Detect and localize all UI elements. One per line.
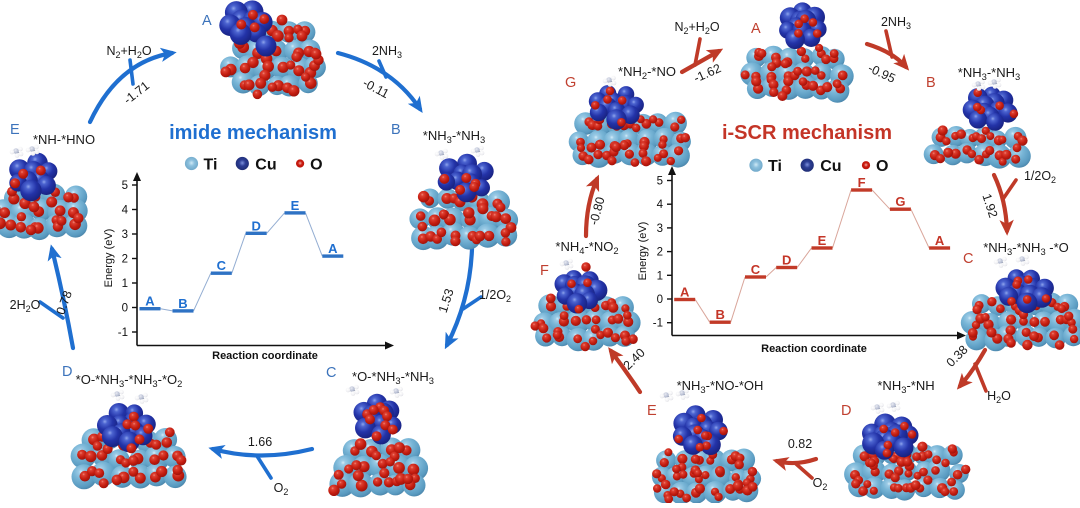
svg-text:-1: -1 bbox=[653, 318, 663, 330]
svg-text:0.82: 0.82 bbox=[788, 437, 812, 451]
svg-text:1: 1 bbox=[122, 278, 128, 290]
svg-text:A: A bbox=[145, 294, 155, 309]
svg-text:O: O bbox=[310, 157, 322, 174]
svg-text:C: C bbox=[751, 262, 761, 277]
svg-text:Ti: Ti bbox=[768, 158, 782, 175]
svg-text:Energy (eV): Energy (eV) bbox=[103, 229, 115, 288]
svg-text:1: 1 bbox=[657, 270, 663, 282]
svg-text:2H2O: 2H2O bbox=[10, 298, 41, 314]
svg-text:E: E bbox=[10, 122, 20, 138]
svg-text:1.66: 1.66 bbox=[248, 435, 272, 449]
svg-text:C: C bbox=[326, 365, 336, 381]
svg-text:A: A bbox=[202, 13, 212, 29]
svg-text:*NH-*HNO: *NH-*HNO bbox=[33, 132, 95, 147]
svg-text:Energy (eV): Energy (eV) bbox=[637, 222, 649, 281]
svg-text:*NH3-*NH: *NH3-*NH bbox=[877, 378, 934, 395]
svg-text:-1: -1 bbox=[118, 327, 128, 339]
svg-text:*NH3-*NO-*OH: *NH3-*NO-*OH bbox=[677, 378, 764, 395]
svg-text:D: D bbox=[62, 364, 72, 380]
svg-text:2: 2 bbox=[657, 247, 663, 259]
svg-text:0: 0 bbox=[657, 294, 663, 306]
svg-text:Ti: Ti bbox=[204, 157, 218, 174]
svg-text:G: G bbox=[565, 75, 576, 91]
svg-text:B: B bbox=[926, 75, 936, 91]
svg-text:D: D bbox=[782, 253, 791, 268]
svg-text:D: D bbox=[252, 218, 261, 233]
svg-text:*O-*NH3-*NH3-*O2: *O-*NH3-*NH3-*O2 bbox=[76, 372, 183, 389]
svg-text:C: C bbox=[963, 251, 973, 267]
svg-text:5: 5 bbox=[122, 180, 128, 192]
svg-text:B: B bbox=[716, 307, 725, 322]
svg-text:B: B bbox=[391, 122, 401, 138]
svg-text:0: 0 bbox=[122, 303, 128, 315]
svg-text:*NH4-*NO2: *NH4-*NO2 bbox=[555, 239, 618, 256]
svg-text:*NH3-*NH3 -*O: *NH3-*NH3 -*O bbox=[983, 240, 1069, 257]
svg-text:G: G bbox=[895, 194, 905, 209]
svg-text:Cu: Cu bbox=[820, 158, 841, 175]
svg-text:4: 4 bbox=[122, 205, 129, 217]
svg-text:Reaction coordinate: Reaction coordinate bbox=[761, 343, 867, 355]
svg-text:4: 4 bbox=[657, 199, 664, 211]
svg-text:*NH2-*NO: *NH2-*NO bbox=[618, 64, 676, 81]
svg-text:2: 2 bbox=[122, 254, 128, 266]
svg-text:imide mechanism: imide mechanism bbox=[169, 122, 337, 144]
svg-text:*O-*NH3-*NH3: *O-*NH3-*NH3 bbox=[352, 369, 434, 386]
svg-text:5: 5 bbox=[657, 176, 663, 188]
svg-text:B: B bbox=[178, 296, 187, 311]
svg-text:O: O bbox=[876, 158, 888, 175]
svg-text:A: A bbox=[680, 285, 690, 300]
svg-text:F: F bbox=[540, 263, 549, 279]
svg-text:i-SCR mechanism: i-SCR mechanism bbox=[722, 122, 892, 144]
svg-text:3: 3 bbox=[122, 229, 128, 241]
svg-text:Cu: Cu bbox=[255, 157, 276, 174]
svg-text:D: D bbox=[841, 403, 851, 419]
svg-text:A: A bbox=[328, 241, 338, 256]
svg-text:F: F bbox=[858, 175, 866, 190]
svg-text:N2+H2O: N2+H2O bbox=[106, 44, 151, 60]
svg-text:A: A bbox=[751, 21, 761, 37]
svg-text:Reaction coordinate: Reaction coordinate bbox=[212, 350, 318, 362]
svg-text:3: 3 bbox=[657, 223, 663, 235]
svg-text:*NH3-*NH3: *NH3-*NH3 bbox=[958, 65, 1020, 82]
svg-text:*NH3-*NH3: *NH3-*NH3 bbox=[423, 128, 485, 145]
svg-text:C: C bbox=[217, 258, 227, 273]
svg-text:E: E bbox=[818, 233, 827, 248]
svg-text:A: A bbox=[935, 233, 945, 248]
svg-text:N2+H2O: N2+H2O bbox=[674, 20, 719, 36]
svg-text:E: E bbox=[647, 403, 657, 419]
svg-text:E: E bbox=[291, 198, 300, 213]
